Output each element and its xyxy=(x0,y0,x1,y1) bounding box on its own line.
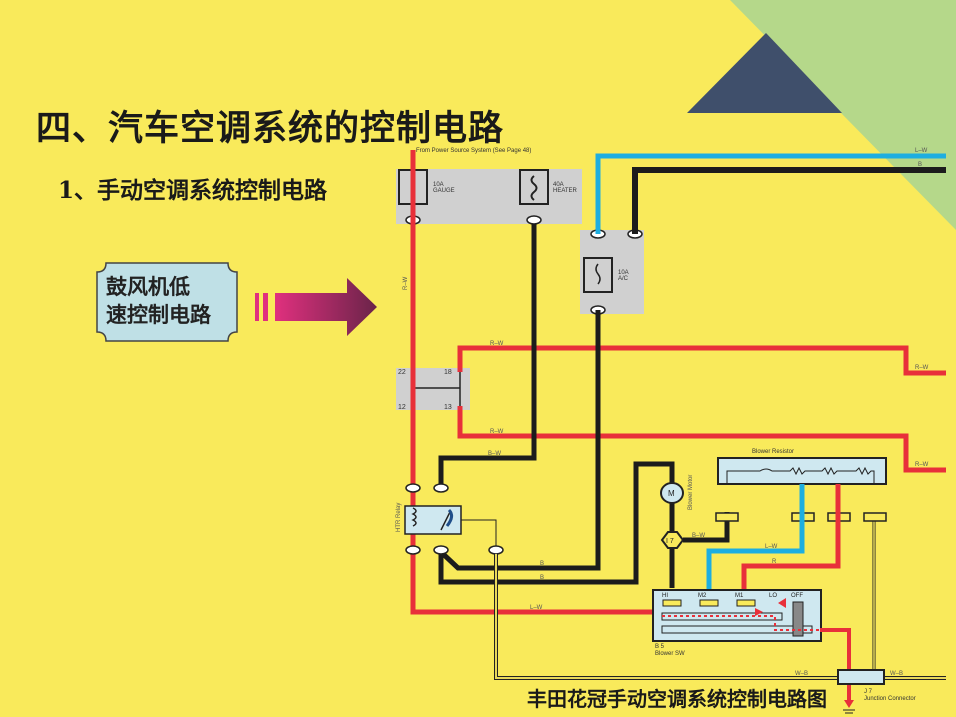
connector xyxy=(526,215,542,225)
wire-rw-loop-2 xyxy=(457,406,946,473)
connector xyxy=(405,545,421,555)
connector xyxy=(488,545,504,555)
fuse-gauge-rating: 10A xyxy=(433,182,444,188)
callout-line-1: 鼓风机低 xyxy=(106,275,190,299)
blower-motor xyxy=(660,482,684,504)
switch-pos: HI xyxy=(662,593,668,599)
switch-pos: M2 xyxy=(698,593,707,599)
wire-wb xyxy=(495,554,946,679)
ground-arrow-icon xyxy=(844,700,854,708)
fuse-ac-element xyxy=(595,263,601,285)
switch-pos: M1 xyxy=(735,593,744,599)
arrow-icon xyxy=(778,598,786,608)
junction-name: Junction Connector xyxy=(864,696,916,702)
callout-box: 鼓风机低 速控制电路 xyxy=(96,262,238,342)
wire-label: B–W xyxy=(692,533,705,539)
connector xyxy=(433,483,449,493)
wire-label: B–W xyxy=(488,451,501,457)
connector xyxy=(405,483,421,493)
junction-block xyxy=(396,368,470,410)
pin-label: 22 xyxy=(398,369,406,376)
wire-r xyxy=(741,484,841,590)
motor-symbol: M xyxy=(668,489,675,498)
contact xyxy=(736,599,756,607)
switch-pos: LO xyxy=(769,593,777,599)
page-title: 四、汽车空调系统的控制电路 xyxy=(36,108,505,149)
corner-decoration xyxy=(730,0,956,230)
wire-label: L–W xyxy=(530,605,543,611)
arrow-icon xyxy=(755,608,763,616)
wire-label: B xyxy=(540,561,544,567)
pin-label: 12 xyxy=(398,404,406,411)
wire-label: W–B xyxy=(890,671,903,677)
resistor-elements xyxy=(726,466,875,484)
wire-label: B xyxy=(918,162,922,168)
wire-label: R–W xyxy=(403,276,409,290)
wire-lw xyxy=(595,153,946,234)
wire-lb xyxy=(706,484,805,590)
relay-coil xyxy=(411,507,417,527)
fuse-heater-rating: 40A xyxy=(553,182,564,188)
wire-rw-loop-1 xyxy=(457,345,946,376)
pin-label: 18 xyxy=(444,369,452,376)
wire-b xyxy=(632,167,946,234)
fuse-ac-name: A/C xyxy=(618,276,629,282)
resistor-label: Blower Resistor xyxy=(752,449,794,455)
wire-label: R–W xyxy=(490,341,504,347)
connector xyxy=(863,512,887,522)
relay-label: HTR Relay xyxy=(396,503,402,532)
wire-label: B xyxy=(540,575,544,581)
wire-b-ac xyxy=(439,310,601,571)
fuse-heater-name: HEATER xyxy=(553,188,578,194)
relay-pin-wire xyxy=(461,519,497,548)
wire-label: L–W xyxy=(765,544,778,550)
switch-knob xyxy=(792,601,804,637)
junction-connector xyxy=(837,669,885,685)
fuse-heater xyxy=(519,169,549,205)
fuse-ac-rating: 10A xyxy=(618,270,629,276)
arrow-right-icon xyxy=(255,278,377,336)
diagram-caption: 丰田花冠手动空调系统控制电路图 xyxy=(527,687,827,711)
fuse-block xyxy=(396,169,582,224)
fuse-ac xyxy=(583,257,613,293)
relay-switch xyxy=(440,511,451,531)
wire-rw-main xyxy=(410,150,755,615)
wire-label: R xyxy=(772,559,777,565)
section-subtitle: 1、手动空调系统控制电路 xyxy=(58,177,328,204)
callout-shape xyxy=(96,262,238,342)
connector xyxy=(715,512,739,522)
connector xyxy=(433,545,449,555)
relay-arrow xyxy=(445,508,454,527)
corner-triangle xyxy=(687,33,842,113)
wire-label: R–W xyxy=(915,365,929,371)
switch-pos: OFF xyxy=(791,593,803,599)
wire-bw xyxy=(438,224,537,488)
motor-label: Blower Motor xyxy=(688,475,694,510)
fuse-gauge-name: GAUGE xyxy=(433,188,455,194)
connector-label: I 7 xyxy=(666,538,674,545)
contact xyxy=(662,599,682,607)
source-note: From Power Source System (See Page 48) xyxy=(416,148,531,154)
wire-label: L–W xyxy=(915,148,928,154)
switch-code: B 5 xyxy=(655,644,665,650)
junction-code: J 7 xyxy=(864,689,873,695)
fuse-heater-element xyxy=(530,175,538,201)
wire-label: W–B xyxy=(795,671,808,677)
wire-label: R–W xyxy=(915,462,929,468)
pin-label: 13 xyxy=(444,404,452,411)
switch-name: Blower SW xyxy=(655,651,685,657)
contact xyxy=(699,599,719,607)
wire-label: R–W xyxy=(490,429,504,435)
callout-line-2: 速控制电路 xyxy=(106,303,211,327)
